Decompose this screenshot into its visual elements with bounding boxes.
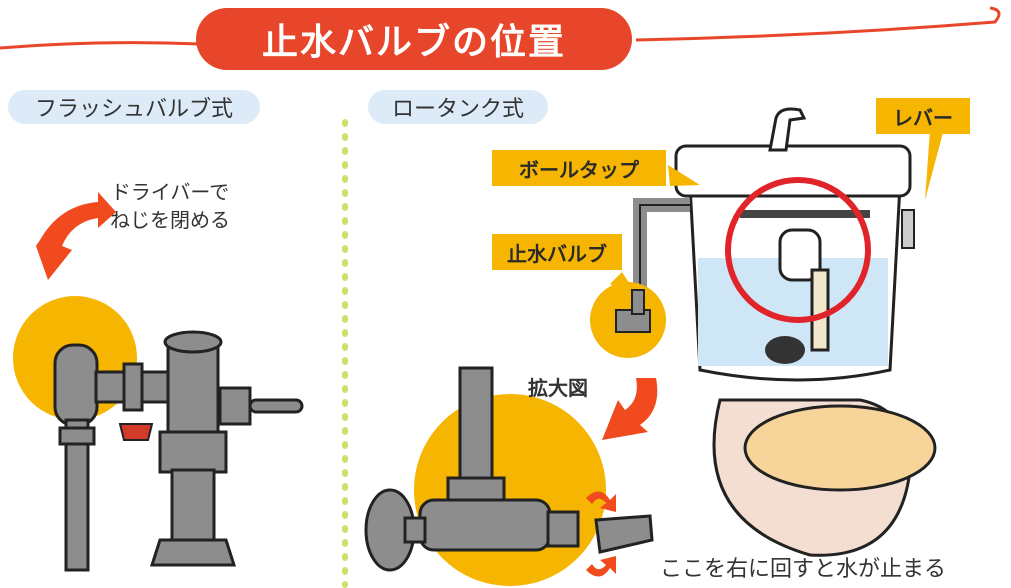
callout-shutoff-valve-label: 止水バルブ (507, 241, 607, 266)
flush-valve-illustration (13, 192, 304, 572)
toilet-illustration (633, 107, 937, 557)
screwdriver-note-line2: ねじを閉める (110, 208, 230, 232)
toilet-seat (743, 404, 937, 492)
callout-ball-tap: ボールタップ (492, 150, 666, 186)
page-title: 止水バルブの位置 (196, 8, 632, 70)
callout-lever-label: レバー (893, 105, 953, 130)
tank-lid (674, 144, 912, 198)
lever (901, 209, 915, 249)
callout-shutoff-valve: 止水バルブ (492, 234, 622, 270)
title-decoration-line (0, 6, 1001, 50)
ball-tap-highlight (725, 177, 871, 323)
faucet-spout (768, 107, 807, 152)
zoom-arrow (602, 378, 658, 440)
zoom-label: 拡大図 (528, 376, 588, 400)
callout-lever: レバー (876, 98, 970, 134)
rotate-arrow-top (586, 491, 616, 512)
rotate-arrow-bottom (586, 556, 616, 577)
callout-ball-tap-label: ボールタップ (519, 157, 639, 182)
section-tag-flush-valve: フラッシュバルブ式 (8, 90, 260, 124)
section-tag-low-tank: ロータンク式 (368, 90, 548, 124)
section-tag-flush-valve-label: フラッシュバルブ式 (34, 97, 233, 122)
screwdriver-arrow (36, 192, 116, 280)
screwdriver-note-line1: ドライバーで (110, 180, 230, 204)
section-tag-low-tank-label: ロータンク式 (391, 97, 524, 122)
zoomed-valve-illustration (364, 366, 654, 586)
screwdriver-note: ドライバーで ねじを閉める (60, 178, 280, 234)
instruction-text: ここを右に回すと水が止まる (660, 557, 947, 582)
